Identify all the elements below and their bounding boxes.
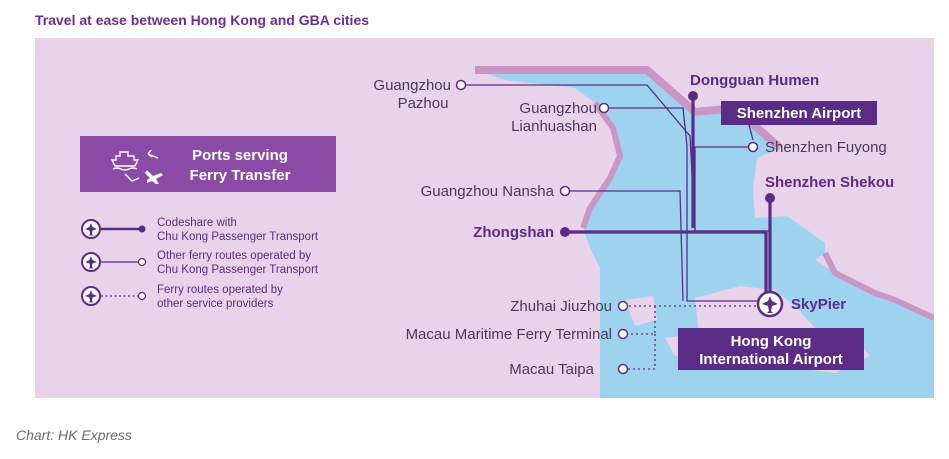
legend-item-line1: Other ferry routes operated by <box>157 250 311 262</box>
legend-item-other-providers: Ferry routes operated by other service p… <box>81 284 283 310</box>
airplane-icon <box>145 170 163 184</box>
port-dot-shenzhen-shekou <box>765 193 775 203</box>
port-dot-shenzhen-fuyong <box>747 141 759 153</box>
legend-box-line2: Ferry Transfer <box>190 167 291 184</box>
skypier-marker <box>756 290 784 318</box>
port-label-dongguan-humen: Dongguan Humen <box>690 72 819 89</box>
legend-item-codeshare: Codeshare with Chu Kong Passenger Transp… <box>81 217 319 243</box>
ferry-route-map: Guangzhou Pazhou Guangzhou Lianhuashan G… <box>35 38 934 398</box>
airplane-icon <box>762 296 778 313</box>
legend-title-box: Ports serving Ferry Transfer <box>80 136 336 192</box>
port-label-shenzhen-shekou: Shenzhen Shekou <box>765 174 894 191</box>
port-dot-guangzhou-nansha <box>559 185 571 197</box>
port-dot-macau-taipa <box>617 363 629 375</box>
page-title: Travel at ease between Hong Kong and GBA… <box>35 12 370 28</box>
port-label-zhuhai-jiuzhou: Zhuhai Jiuzhou <box>510 298 612 315</box>
chart-caption: Chart: HK Express <box>16 427 132 443</box>
port-label-guangzhou-pazhou: Guangzhou <box>373 77 451 94</box>
legend-item-line1: Codeshare with <box>157 217 237 229</box>
hkia-box: Hong Kong International Airport <box>678 328 864 370</box>
legend-box-line1: Ports serving <box>192 147 288 164</box>
legend-item-other-ckpt: Other ferry routes operated by Chu Kong … <box>81 250 319 276</box>
port-label-guangzhou-lianhuashan: Guangzhou <box>519 100 597 117</box>
port-dot-zhuhai-jiuzhou <box>617 300 629 312</box>
legend-item-line2: Chu Kong Passenger Transport <box>157 231 319 243</box>
airplane-icon <box>85 256 97 269</box>
legend-item-line1: Ferry routes operated by <box>157 284 283 296</box>
transfer-arrow-icon <box>124 149 159 182</box>
map-coast-west <box>580 101 624 229</box>
port-label-guangzhou-nansha: Guangzhou Nansha <box>421 183 555 200</box>
map-water <box>475 70 934 398</box>
codeshare-routes <box>565 96 772 296</box>
port-label-shenzhen-airport: Shenzhen Airport <box>737 105 861 122</box>
legend-item-line2: other service providers <box>157 298 274 310</box>
port-dot-guangzhou-pazhou <box>455 79 467 91</box>
airplane-icon <box>85 290 97 303</box>
airplane-icon <box>85 223 97 236</box>
other-provider-routes <box>624 305 757 370</box>
port-label-guangzhou-pazhou-2: Pazhou <box>398 95 449 112</box>
port-markers <box>455 79 775 375</box>
port-label-hkia-1: Hong Kong <box>731 333 812 350</box>
ferry-icon <box>110 151 140 171</box>
map-island <box>625 296 657 326</box>
port-dot-zhongshan <box>560 227 570 237</box>
port-label-guangzhou-lianhuashan-2: Lianhuashan <box>511 118 597 135</box>
port-label-macau-maritime: Macau Maritime Ferry Terminal <box>406 326 612 343</box>
port-dot-guangzhou-lianhuashan <box>598 102 610 114</box>
port-label-zhongshan: Zhongshan <box>473 224 554 241</box>
port-label-macau-taipa: Macau Taipa <box>509 361 594 378</box>
port-label-hkia-2: International Airport <box>699 351 843 368</box>
map-coast-east <box>822 251 934 321</box>
legend-item-line2: Chu Kong Passenger Transport <box>157 264 319 276</box>
port-dot-dongguan-humen <box>688 91 698 101</box>
port-dot-macau-maritime <box>617 328 629 340</box>
shenzhen-airport-pointer <box>748 124 754 141</box>
port-label-skypier: SkyPier <box>791 296 846 313</box>
port-label-shenzhen-fuyong: Shenzhen Fuyong <box>765 139 887 156</box>
shenzhen-airport-box: Shenzhen Airport <box>721 101 877 125</box>
